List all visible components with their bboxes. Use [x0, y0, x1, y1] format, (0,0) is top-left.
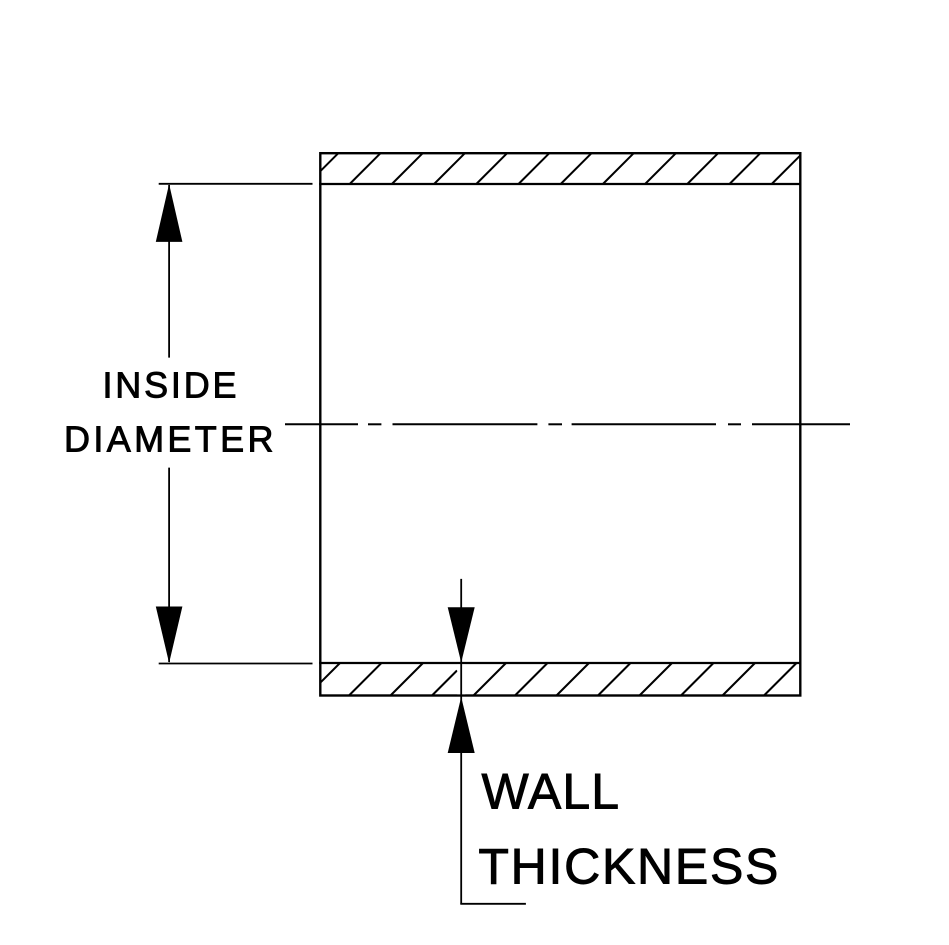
svg-text:DIAMETER: DIAMETER	[64, 419, 274, 460]
svg-text:WALL: WALL	[482, 764, 620, 820]
svg-text:THICKNESS: THICKNESS	[478, 839, 778, 895]
